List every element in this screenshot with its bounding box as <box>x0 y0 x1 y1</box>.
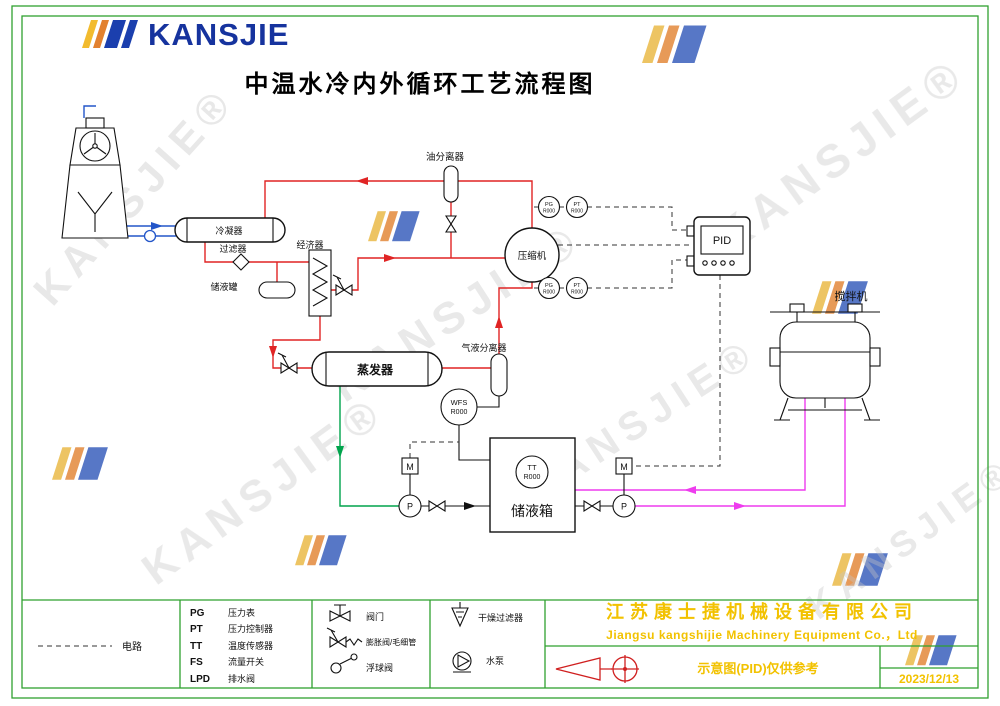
pt-tag: R000 <box>571 209 583 215</box>
logo-slashes-icon <box>82 20 138 48</box>
flow-arrows <box>151 177 746 510</box>
economizer-unit <box>308 249 332 317</box>
control-dashed-lines <box>409 206 721 467</box>
legend-pump-label: 水泵 <box>486 655 504 666</box>
sheet-frame <box>11 5 989 699</box>
legend-float-label: 浮球阀 <box>366 662 393 673</box>
drawing-note: 示意图(PID)仅供参考 <box>697 661 818 676</box>
logo-text: KANSJIE <box>148 17 290 52</box>
pump-label: P <box>407 502 413 512</box>
diagram-labels: 冷凝器 过滤器 经济器 储液罐 油分离器 压缩机 PID 蒸发器 气液分离器 W… <box>210 151 867 519</box>
motor-label: M <box>620 462 628 472</box>
pump-units <box>398 457 636 518</box>
gas-liquid-separator-vessel <box>490 353 508 397</box>
valves <box>277 215 601 512</box>
valve-icon <box>583 500 601 512</box>
legend-expansion-label: 膨胀阀/毛细管 <box>366 637 416 647</box>
pid-label: PID <box>713 235 731 247</box>
filter-icon <box>232 253 250 271</box>
wfs-flow-switch <box>440 388 478 426</box>
company-name-en: Jiangsu kangshijie Machinery Equipment C… <box>606 628 918 642</box>
legend-dryfilter-label: 干燥过滤器 <box>478 612 523 623</box>
float-valve-legend-icon <box>330 653 358 674</box>
compressor-label: 压缩机 <box>518 250 547 262</box>
motor-box <box>401 457 419 475</box>
company-logo: KANSJIE <box>80 16 289 52</box>
legend-desc: 压力表 <box>228 607 255 618</box>
receiver-label: 储液罐 <box>210 281 237 292</box>
filter-label: 过滤器 <box>219 243 246 254</box>
legend-abbr: LPD <box>190 674 210 685</box>
pg-label: PG <box>545 202 553 208</box>
pipe-green-circuit <box>339 386 399 507</box>
tt-label: TT <box>527 463 537 472</box>
tt-sensor <box>515 455 549 489</box>
storage-tank-label: 储液箱 <box>511 503 553 519</box>
legend-abbr: PG <box>190 608 205 619</box>
legend-abbr: PT <box>190 624 203 635</box>
circuit-label: 电路 <box>122 640 142 653</box>
condenser-vessel <box>174 217 286 243</box>
cooling-tower <box>61 117 129 239</box>
pump-label: P <box>621 502 627 512</box>
legend-abbr: TT <box>190 641 202 652</box>
pg-tag: R000 <box>543 290 555 296</box>
motor-box <box>615 457 633 475</box>
mixer-label: 搅拌机 <box>835 289 868 303</box>
pid-controller <box>686 216 751 276</box>
page-title: 中温水冷内外循环工艺流程图 <box>244 72 596 98</box>
oil-separator-vessel <box>443 165 459 203</box>
valve-icon <box>445 215 457 233</box>
wfs-label: WFS <box>451 398 468 407</box>
pt-label: PT <box>573 202 581 208</box>
legend-valve-label: 阀门 <box>366 611 384 622</box>
pg-tag: R000 <box>543 209 555 215</box>
water-pump-icon <box>143 229 157 243</box>
valve-legend-icon <box>329 604 351 622</box>
dry-filter-legend-icon <box>451 602 469 628</box>
flange-drawing-icon <box>555 655 639 683</box>
legend-abbr: FS <box>190 657 203 668</box>
pipe-red-circuit <box>204 180 533 369</box>
evaporator-vessel <box>311 351 443 387</box>
legend-desc: 温度传感器 <box>228 640 273 651</box>
valve-icon <box>428 500 446 512</box>
evaporator-label: 蒸发器 <box>357 362 394 377</box>
legend-desc: 流量开关 <box>228 656 264 667</box>
water-pump-legend-icon <box>452 651 472 673</box>
pg-label: PG <box>545 283 553 289</box>
tt-tag: R000 <box>524 474 541 481</box>
economizer-label: 经济器 <box>296 239 323 250</box>
legend: 电路 PG 压力表 PT 压力控制器 TT 温度传感器 FS 流量开关 LPD … <box>38 602 523 685</box>
receiver-tank <box>258 281 296 299</box>
motor-label: M <box>406 462 414 472</box>
pump-circle <box>612 494 636 518</box>
oil-separator-label: 油分离器 <box>426 151 465 163</box>
pipe-magenta-circuit <box>575 398 846 507</box>
drawing-date: 2023/12/13 <box>899 672 959 686</box>
instrument-circles <box>537 195 589 300</box>
pump-circle <box>398 494 422 518</box>
mixer-machine <box>769 303 881 421</box>
pt-tag: R000 <box>571 290 583 296</box>
legend-desc: 排水阀 <box>228 673 255 684</box>
compressor-body <box>504 227 560 283</box>
company-name-cn: 江苏康士捷机械设备有限公司 <box>606 601 918 622</box>
gas-liquid-separator-label: 气液分离器 <box>461 342 506 353</box>
wfs-tag: R000 <box>451 409 468 416</box>
pt-label: PT <box>573 283 581 289</box>
title-block: 江苏康士捷机械设备有限公司 Jiangsu kangshijie Machine… <box>555 601 959 686</box>
condenser-label: 冷凝器 <box>215 225 242 236</box>
storage-tank <box>489 437 576 533</box>
expansion-valve-legend-icon <box>326 627 363 648</box>
legend-desc: 压力控制器 <box>228 623 273 634</box>
